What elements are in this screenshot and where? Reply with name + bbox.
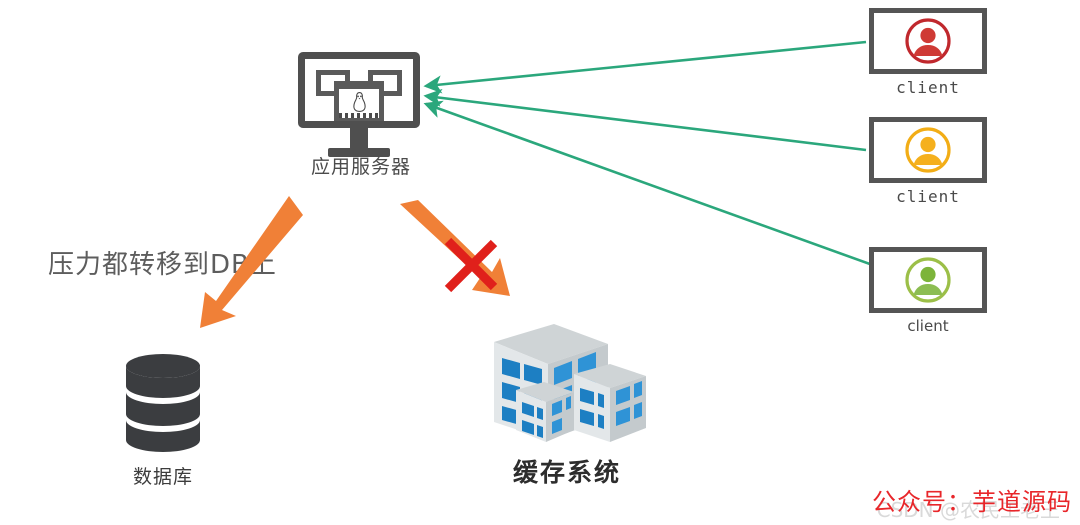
site-watermark: CSDN @农民工老王: [876, 498, 1060, 522]
client-label-3: client: [907, 317, 949, 335]
building-medium: [574, 364, 646, 442]
cache-label: 缓存系统: [512, 458, 621, 487]
user-avatar-icon: [905, 18, 951, 64]
client-label-1: client: [896, 78, 960, 97]
application-server-label: 应用服务器: [310, 156, 411, 178]
client-box-3: [869, 247, 987, 313]
cache-node[interactable]: 缓存系统: [482, 318, 652, 487]
client-node-2[interactable]: client: [869, 117, 987, 206]
monitor-base: [328, 148, 390, 157]
rack-bar-icon: [334, 81, 384, 91]
user-avatar-icon: [905, 127, 951, 173]
building-short: [516, 382, 574, 442]
client-box-2: [869, 117, 987, 183]
client-label-2: client: [896, 187, 960, 206]
blocked-cross-icon: [444, 237, 498, 293]
client-server-links: [423, 40, 929, 287]
monitor-neck: [350, 128, 368, 150]
database-cylinder-icon: [126, 354, 200, 452]
client-node-3[interactable]: client: [869, 247, 987, 335]
client-box-1: [869, 8, 987, 74]
database-label: 数据库: [132, 466, 193, 488]
user-avatar-icon: [905, 257, 951, 303]
server-lights-icon: [339, 113, 379, 118]
link-client-1: [423, 40, 867, 94]
linux-penguin-icon: [353, 92, 366, 112]
buildings-cluster-icon: [494, 324, 646, 442]
arrow-to-database: [200, 196, 303, 328]
link-client-3: [423, 100, 929, 287]
database-node[interactable]: 数据库: [118, 352, 208, 488]
link-client-2: [423, 88, 867, 152]
monitor-screen-icon: [298, 52, 420, 128]
application-server-node[interactable]: 应用服务器: [298, 52, 424, 182]
client-node-1[interactable]: client: [869, 8, 987, 97]
brand-watermark: 公众号：芋道源码: [872, 488, 1072, 516]
